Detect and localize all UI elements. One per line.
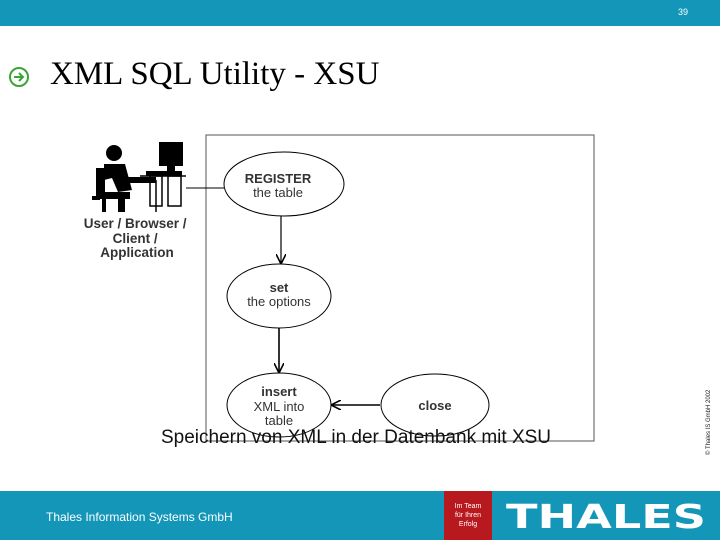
actor-label: User / Browser / Client / Application bbox=[84, 216, 191, 260]
node-set-subtitle: the options bbox=[247, 294, 311, 309]
node-insert-line-3: table bbox=[265, 413, 293, 428]
diagram-frame bbox=[205, 134, 595, 442]
page-number: 39 bbox=[677, 7, 688, 17]
logo-text: THALES bbox=[506, 498, 706, 532]
arrow-right-circle-icon bbox=[9, 67, 29, 87]
user-at-computer-icon bbox=[92, 142, 183, 212]
company-name: Thales Information Systems GmbH bbox=[46, 510, 233, 524]
node-close bbox=[380, 373, 490, 437]
copyright-notice: © Thales IS GmbH 2002 bbox=[706, 389, 712, 455]
node-register bbox=[223, 151, 345, 217]
process-diagram: User / Browser / Client / Application RE… bbox=[84, 134, 595, 442]
node-register-title: REGISTER bbox=[245, 171, 312, 186]
footer-bar: Thales Information Systems GmbH Im Team … bbox=[0, 491, 720, 540]
thales-logo: THALES bbox=[506, 498, 706, 532]
node-register-subtitle: the table bbox=[253, 185, 303, 200]
node-insert-title: insert bbox=[261, 384, 297, 399]
node-insert-line-2: XML into bbox=[254, 399, 305, 414]
motto-line-3: Erfolg bbox=[458, 521, 478, 528]
motto-box: Im Team für Ihren Erfolg bbox=[444, 491, 492, 540]
actor-label-line-3: Application bbox=[100, 245, 174, 260]
node-set-title: set bbox=[270, 280, 289, 295]
node-close-title: close bbox=[418, 398, 451, 413]
slide-caption: Speichern von XML in der Datenbank mit X… bbox=[160, 427, 552, 448]
top-bar: 39 bbox=[0, 0, 720, 26]
actor-label-line-2: Client / bbox=[113, 231, 158, 246]
page-title: XML SQL Utility - XSU bbox=[50, 56, 380, 92]
actor-label-line-1: User / Browser / bbox=[84, 216, 187, 231]
motto-line-2: für Ihren bbox=[454, 512, 482, 519]
motto-line-1: Im Team bbox=[454, 503, 482, 510]
desk-icon bbox=[140, 175, 186, 212]
